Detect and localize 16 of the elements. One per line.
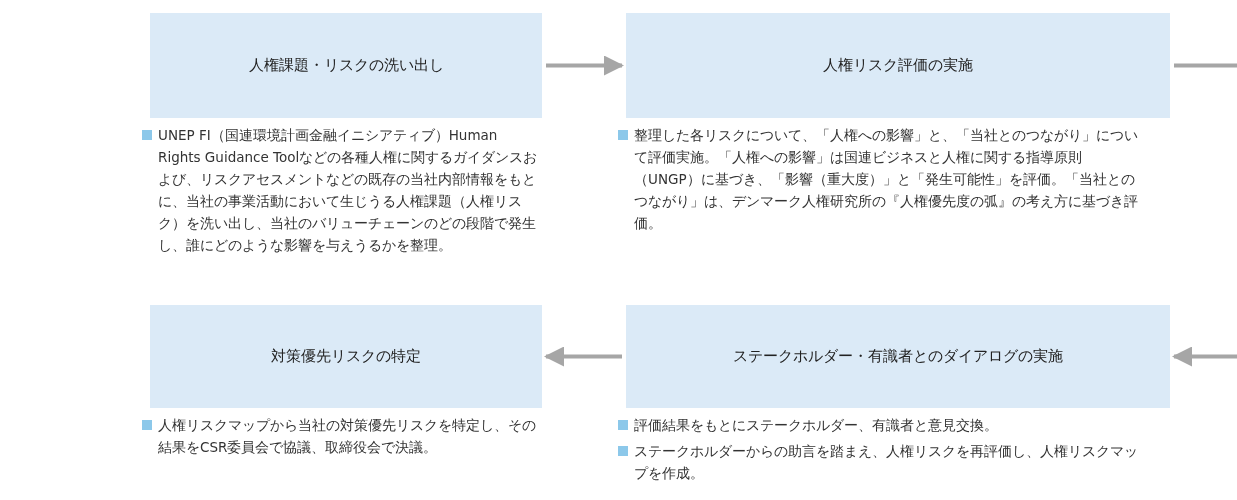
step-title: 人権課題・リスクの洗い出し — [248, 56, 444, 75]
arrow — [546, 55, 624, 76]
arrow — [544, 346, 622, 367]
description-text: ステークホルダーからの助言を踏まえ、人権リスクを再評価し、人権リスクマップを作成。 — [634, 443, 1138, 481]
description-text: UNEP FI（国連環境計画金融イニシアティブ）Human Rights Guidance Toolなどの各種人権に関するガイダンスおよび、リスクアセスメントなどの既存の当社内部情報をもとに、当社の事業活動において生じうる人権課題（人権リスク）を洗い出し、当社のバリューチェーンのどの段階で発生し、誰にどのような影響を与えうるかを整理。 — [158, 127, 538, 253]
step-box — [150, 305, 542, 408]
step-title: ステークホルダー・有識者とのダイアログの実施 — [733, 347, 1063, 366]
arrow — [1172, 346, 1237, 367]
step-box — [626, 13, 1170, 118]
step-box — [626, 305, 1170, 408]
step-title: 対策優先リスクの特定 — [271, 347, 421, 366]
step-title: 人権リスク評価の実施 — [823, 56, 973, 75]
description-text: 評価結果をもとにステークホルダー、有識者と意見交換。 — [634, 417, 998, 433]
description-text: 人権リスクマップから当社の対策優先リスクを特定し、その結果をCSR委員会で協議、取締役会で決議。 — [158, 417, 536, 455]
step-box — [150, 13, 542, 118]
description-text: 整理した各リスクについて、「人権への影響」と、「当社とのつながり」について評価実施。「人権への影響」は国連ビジネスと人権に関する指導原則（UNGP）に基づき、「影響（重大度）」と「発生可能性」を評価。「当社とのつながり」は、デンマーク人権研究所の『人権優先度の弧』の考え方に基づき評価。 — [634, 127, 1138, 231]
